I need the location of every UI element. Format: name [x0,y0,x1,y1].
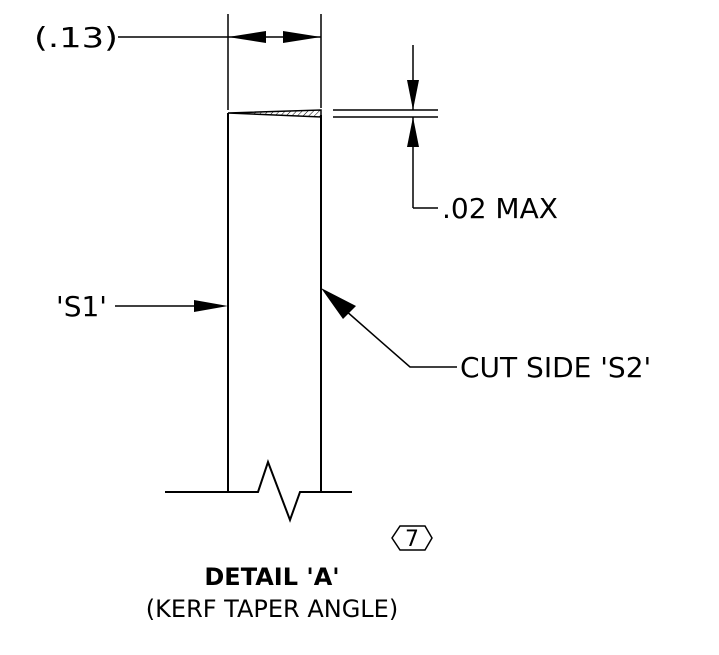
note-flag-hexagon [391,525,433,551]
width-dimension-arrows [228,31,321,43]
s2-arrow [321,288,356,319]
cut-side-label: CUT SIDE 'S2' [460,351,651,384]
dimension-width-label: (.13) [34,21,118,54]
part-outline [227,113,322,492]
detail-subtitle: (KERF TAPER ANGLE) [146,595,398,623]
note-flag: 7 [391,525,433,552]
detail-title: DETAIL 'A' [204,563,339,591]
break-line [165,459,352,523]
s2-leader [344,309,457,368]
s1-arrow [194,300,228,312]
dimension-max-label: .02 MAX [442,192,558,225]
note-flag-number: 7 [405,527,419,552]
width-dimension [118,14,322,110]
max-dimension [333,45,438,209]
s1-label: 'S1' [56,290,107,323]
max-dimension-arrows [407,80,419,147]
kerf-taper [227,109,322,118]
